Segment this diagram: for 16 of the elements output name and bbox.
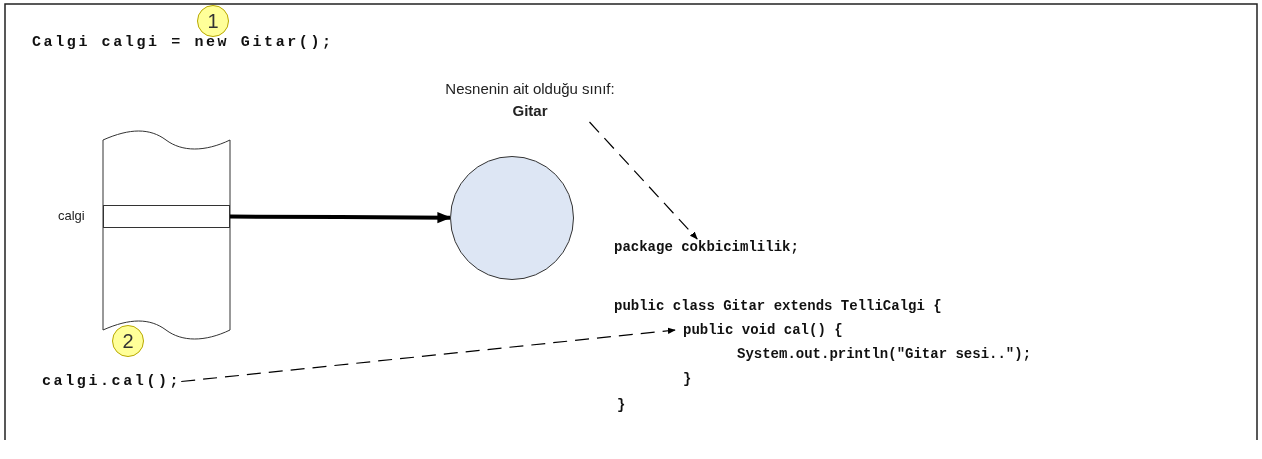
callout-number: 1 bbox=[197, 5, 229, 37]
code-line: public class Gitar extends TelliCalgi { bbox=[614, 298, 942, 314]
memory-slot bbox=[103, 205, 230, 228]
variable-name: calgi bbox=[58, 208, 85, 223]
method-call-code: calgi.cal(); bbox=[42, 373, 182, 390]
arrow bbox=[180, 327, 676, 383]
arrow bbox=[588, 121, 698, 240]
code-brace: } bbox=[683, 371, 692, 387]
code-brace: } bbox=[617, 397, 626, 413]
code-line: System.out.println("Gitar sesi.."); bbox=[737, 346, 1032, 362]
code-statement: Calgi calgi = new Gitar(); bbox=[32, 34, 334, 51]
class-note: Nesnenin ait olduğu sınıf: Gitar bbox=[445, 78, 615, 122]
arrow bbox=[230, 212, 452, 224]
callout-number: 2 bbox=[112, 325, 144, 357]
code-line: public void cal() { bbox=[683, 322, 843, 338]
code-line: package cokbicimlilik; bbox=[614, 239, 799, 255]
